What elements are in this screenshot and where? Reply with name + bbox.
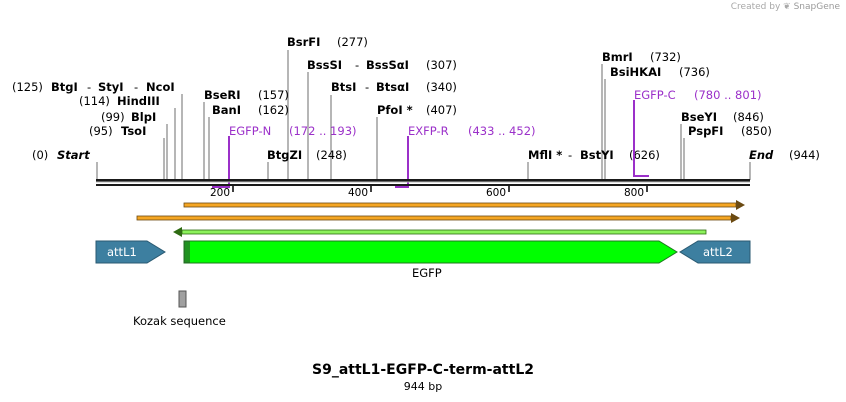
site-bstyi-pos: (626) — [629, 148, 660, 162]
top-strand — [96, 179, 750, 182]
site-bsssai-pos: (307) — [426, 58, 457, 72]
site-sep: - — [365, 80, 369, 94]
site-lines — [96, 50, 751, 180]
site-tsoi[interactable]: TsoI — [121, 124, 146, 138]
site-bsssai[interactable]: BssSαI — [366, 58, 409, 72]
site-sep: - — [355, 58, 359, 72]
attl2-feature[interactable]: attL2 — [679, 240, 751, 264]
snapgene-credit: Created by ❦ SnapGene — [731, 2, 840, 12]
attl1-feature[interactable]: attL1 — [95, 240, 166, 264]
site-btsai-pos: (340) — [426, 80, 457, 94]
site-blpi[interactable]: BlpI — [131, 110, 156, 124]
site-bsssi[interactable]: BssSI — [307, 58, 342, 72]
site-btgi-pos: (125) — [12, 80, 43, 94]
site-sep: - — [87, 80, 91, 94]
orf-reverse[interactable] — [173, 227, 707, 237]
site-bseri[interactable]: BseRI — [204, 88, 241, 102]
primer-exfp-r[interactable]: EXFP-R — [408, 124, 449, 138]
orf-arrows — [136, 200, 745, 237]
site-bsrfi-pos: (277) — [337, 35, 368, 49]
credit-brand: SnapGene — [793, 2, 840, 12]
tick-label: 800 — [624, 187, 644, 199]
primer-exfp-r-range: (433 .. 452) — [468, 124, 536, 138]
credit-prefix: Created by — [730, 2, 781, 12]
primer-egfp-n-range: (172 .. 193) — [289, 124, 357, 138]
primer-egfp-n-arrow[interactable] — [212, 136, 230, 188]
kozak-feature[interactable] — [178, 290, 187, 308]
site-bstyi[interactable]: BstYI — [580, 148, 614, 162]
site-btsi[interactable]: BtsI — [331, 80, 356, 94]
dna-backbone — [96, 179, 750, 186]
site-ncoi[interactable]: NcoI — [146, 80, 175, 94]
primer-exfp-r-arrow[interactable] — [395, 136, 409, 188]
site-btgzi[interactable]: BtgZI — [267, 148, 302, 162]
site-start[interactable]: Start — [57, 148, 90, 162]
primers: EGFP-N (172 .. 193) EXFP-R (433 .. 452) … — [212, 88, 762, 188]
site-bseyi-pos: (846) — [733, 110, 764, 124]
primer-egfp-n[interactable]: EGFP-N — [229, 124, 271, 138]
sequence-map: (0) Start (95) TsoI (99) BlpI (114) Hind… — [12, 35, 820, 328]
tick-label: 400 — [348, 187, 368, 199]
primer-egfp-c-range: (780 .. 801) — [694, 88, 762, 102]
plasmid-length: 944 bp — [403, 380, 443, 393]
site-styi[interactable]: StyI — [98, 80, 124, 94]
orf-forward-2[interactable] — [136, 213, 740, 223]
site-sep: - — [568, 148, 572, 162]
site-bsrfi[interactable]: BsrFI — [287, 35, 320, 49]
attl2-label: attL2 — [703, 245, 733, 259]
site-pfoi-pos: (407) — [426, 103, 457, 117]
plasmid-name: S9_attL1-EGFP-C-term-attL2 — [312, 362, 534, 378]
site-end[interactable]: End — [749, 148, 774, 162]
site-hindiii[interactable]: HindIII — [117, 94, 160, 108]
site-hindiii-pos: (114) — [79, 94, 110, 108]
site-btsai[interactable]: BtsαI — [376, 80, 409, 94]
site-bani[interactable]: BanI — [212, 103, 241, 117]
site-bsihkai[interactable]: BsiHKAI — [610, 65, 661, 79]
snapgene-logo-icon: ❦ — [783, 2, 791, 12]
site-end-pos: (944) — [789, 148, 820, 162]
site-bmri[interactable]: BmrI — [602, 50, 633, 64]
egfp-label: EGFP — [412, 266, 442, 280]
primer-egfp-c-arrow[interactable] — [633, 100, 649, 177]
egfp-feature[interactable] — [183, 240, 678, 264]
site-bsihkai-pos: (736) — [679, 65, 710, 79]
attl1-label: attL1 — [107, 245, 137, 259]
kozak-label: Kozak sequence — [133, 314, 226, 328]
site-bani-pos: (162) — [258, 103, 289, 117]
tick-label: 600 — [486, 187, 506, 199]
bottom-strand — [96, 184, 750, 186]
tick-label: 200 — [210, 187, 230, 199]
site-bseri-pos: (157) — [258, 88, 289, 102]
site-labels: (0) Start (95) TsoI (99) BlpI (114) Hind… — [12, 35, 820, 162]
site-start-pos: (0) — [32, 148, 48, 162]
site-pfoi[interactable]: PfoI * — [377, 103, 413, 117]
site-btgzi-pos: (248) — [316, 148, 347, 162]
site-pspfi-pos: (850) — [741, 124, 772, 138]
site-bmri-pos: (732) — [650, 50, 681, 64]
site-mfli[interactable]: MflI * — [528, 148, 562, 162]
site-blpi-pos: (99) — [101, 110, 125, 124]
site-bseyi[interactable]: BseYI — [681, 110, 717, 124]
orf-forward-1[interactable] — [183, 200, 745, 210]
ruler-ticks: 200 400 600 800 — [210, 186, 648, 199]
features: attL1 EGFP attL2 Kozak sequence — [95, 240, 751, 328]
site-tsoi-pos: (95) — [89, 124, 113, 138]
primer-egfp-c[interactable]: EGFP-C — [634, 88, 676, 102]
site-btgi[interactable]: BtgI — [51, 80, 78, 94]
site-pspfi[interactable]: PspFI — [688, 124, 723, 138]
site-sep: - — [134, 80, 138, 94]
